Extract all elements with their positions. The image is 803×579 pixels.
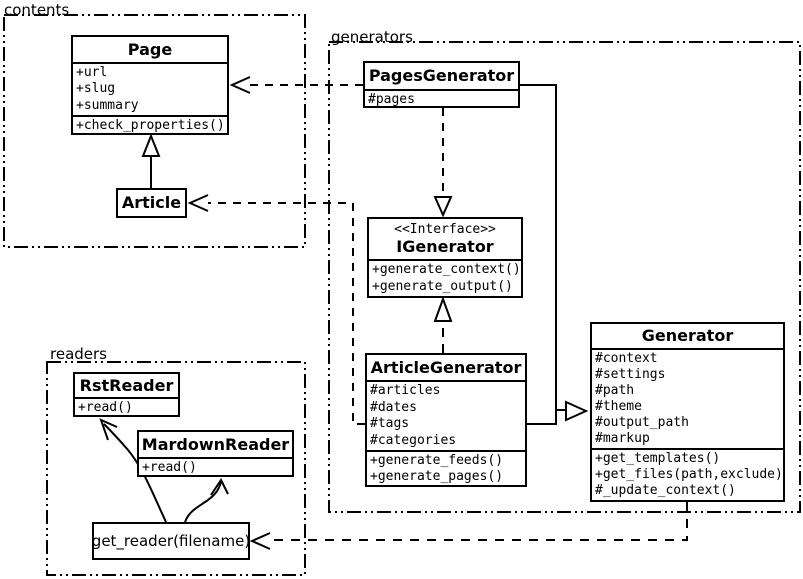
methods-compartment: +get_templates() +get_files(path,exclude… (592, 448, 783, 500)
class-box-igenerator: <<Interface>> IGenerator +generate_conte… (367, 217, 523, 298)
class-name: <<Interface>> IGenerator (369, 219, 521, 259)
package-contents-border (3, 14, 306, 248)
attribute: #theme (595, 399, 642, 414)
edge-articlegenerator-article (187, 194, 365, 425)
package-generators-border (328, 41, 801, 513)
class-name: Page (127, 39, 173, 59)
attributes-compartment: #pages (365, 89, 518, 106)
class-name: ArticleGenerator (370, 357, 522, 377)
attribute: #tags (370, 416, 410, 432)
methods-compartment: +generate_feeds() +generate_pages() (367, 450, 525, 485)
class-name: PagesGenerator (368, 66, 515, 85)
method: +generate_feeds() (370, 453, 504, 468)
attributes-compartment: +url +slug +summary (73, 62, 227, 115)
attribute: #path (595, 383, 635, 398)
edge-getreader-markdownreader (184, 478, 229, 523)
method: #_update_context() (595, 483, 736, 498)
edge-generator-getreader (249, 502, 688, 550)
attribute: +slug (76, 81, 116, 97)
class-name: MardownReader (141, 434, 290, 454)
method: +read() (78, 400, 133, 415)
method: +generate_pages() (370, 469, 504, 484)
class-box-rstreader: RstReader +read() (73, 372, 180, 417)
methods-compartment: +read() (75, 397, 178, 415)
attributes-compartment: #context #settings #path #theme #output_… (592, 348, 783, 448)
edge-articlegenerator-igenerator (433, 296, 453, 353)
attribute: #pages (368, 92, 415, 106)
attribute: #markup (595, 431, 650, 446)
class-box-articlegenerator: ArticleGenerator #articles #dates #tags … (365, 353, 527, 487)
attribute: #articles (370, 383, 441, 399)
stereotype-label: <<Interface>> (394, 222, 496, 237)
attribute: +summary (76, 97, 139, 113)
method: +generate_context() (372, 262, 521, 278)
class-name: RstReader (79, 375, 174, 395)
get-reader-label: get_reader(filename) (91, 532, 251, 550)
package-label-readers: readers (50, 345, 107, 363)
edge-article-page (141, 133, 161, 188)
edge-getreader-rstreader (99, 418, 167, 523)
class-name: Generator (641, 326, 734, 345)
edge-pagesgenerator-page (229, 76, 363, 94)
method: +check_properties() (76, 118, 225, 133)
class-box-generator: Generator #context #settings #path #them… (590, 322, 785, 502)
class-name-text: IGenerator (396, 237, 494, 256)
attribute: #output_path (595, 415, 689, 430)
methods-compartment: +generate_context() +generate_output() (369, 259, 521, 296)
attributes-compartment: #articles #dates #tags #categories (367, 380, 525, 450)
class-box-pagesgenerator: PagesGenerator #pages (363, 61, 520, 108)
get-reader-box: get_reader(filename) (92, 522, 250, 560)
method: +read() (142, 460, 197, 475)
package-readers-border (46, 361, 306, 576)
methods-compartment: +read() (139, 457, 292, 475)
attribute: #settings (595, 367, 666, 382)
package-label-contents: contents (4, 1, 70, 19)
attribute: #dates (370, 399, 417, 415)
methods-compartment: +check_properties() (73, 115, 227, 133)
method: +get_files(path,exclude) (595, 467, 783, 482)
edge-pagesgenerator-igenerator (433, 108, 453, 218)
class-box-page: Page +url +slug +summary +check_properti… (71, 35, 229, 135)
class-box-markdownreader: MardownReader +read() (137, 430, 294, 477)
package-label-generators: generators (331, 28, 413, 46)
package-borders (3, 14, 801, 576)
attribute: #categories (370, 432, 457, 448)
class-name: Article (121, 193, 182, 212)
attribute: +url (76, 65, 108, 81)
method: +get_templates() (595, 451, 721, 466)
class-box-article: Article (116, 188, 187, 218)
method: +generate_output() (372, 278, 513, 294)
attribute: #context (595, 351, 658, 366)
edge-generators-generator (520, 84, 589, 425)
